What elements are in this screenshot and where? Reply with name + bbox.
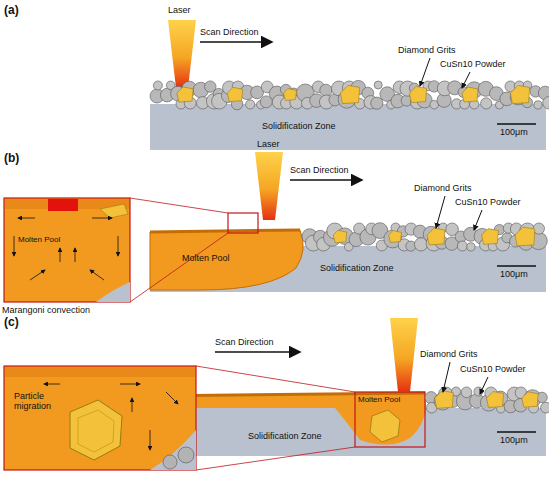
part-label: CuSn10 Powder bbox=[460, 365, 526, 375]
powder-particle bbox=[534, 101, 542, 109]
diamond-grit bbox=[70, 400, 122, 460]
melt-surface bbox=[5, 367, 195, 377]
solid-edge bbox=[150, 430, 196, 470]
scale-bar bbox=[497, 123, 536, 125]
laser-spot bbox=[48, 199, 78, 211]
scale-bar bbox=[497, 431, 536, 433]
diamond-grit bbox=[510, 85, 529, 103]
molten-pool bbox=[150, 230, 303, 290]
diamond-grit bbox=[427, 228, 445, 245]
diamond-grit bbox=[370, 410, 400, 442]
scale-label: 100μm bbox=[500, 270, 528, 280]
inset-marker bbox=[355, 392, 425, 447]
laser-label: Laser bbox=[257, 140, 280, 150]
powder-particle bbox=[371, 97, 383, 109]
leader-line bbox=[462, 72, 470, 88]
solidification-zone bbox=[150, 104, 546, 150]
mechanism-label: Particle migration bbox=[14, 392, 64, 412]
inset-box bbox=[4, 366, 196, 470]
leader-line bbox=[474, 210, 482, 230]
diamond-grit bbox=[515, 227, 535, 246]
powder-particle bbox=[178, 447, 194, 463]
grit-facet bbox=[78, 410, 114, 452]
scale-label: 100μm bbox=[500, 436, 528, 446]
pool-label: Molten Pool bbox=[18, 236, 60, 245]
diamond-grit bbox=[177, 87, 193, 102]
mechanism-label: Marangoni convection bbox=[2, 306, 90, 316]
powder-particle bbox=[461, 387, 472, 398]
diamond-grit bbox=[482, 229, 499, 245]
part-label: CuSn10 Powder bbox=[440, 60, 506, 70]
melt-surface bbox=[150, 230, 300, 232]
convection-arrows bbox=[14, 218, 118, 280]
zone-label: Solidification Zone bbox=[320, 264, 394, 274]
part-label: CuSn10 Powder bbox=[455, 198, 521, 208]
solid-edge bbox=[96, 282, 130, 302]
laser-beam bbox=[390, 318, 418, 392]
laser-beam bbox=[168, 20, 196, 88]
diamond-grit bbox=[462, 87, 478, 102]
zone-label: Solidification Zone bbox=[248, 432, 322, 442]
panel-label: (c) bbox=[4, 316, 19, 329]
direction-label: Scan Direction bbox=[215, 338, 274, 348]
diamond-grit bbox=[284, 89, 297, 101]
leader-line bbox=[443, 362, 450, 392]
migration-arrows bbox=[44, 384, 178, 450]
diamond-grit bbox=[389, 231, 402, 243]
pool-label: Molten Pool bbox=[358, 396, 400, 405]
scan-arrow bbox=[290, 179, 362, 181]
panel-a bbox=[150, 20, 549, 150]
panel-c bbox=[4, 318, 549, 470]
powder-particle bbox=[320, 84, 332, 96]
inset-box bbox=[4, 198, 130, 302]
powder-particle bbox=[246, 100, 255, 109]
part-label: Diamond Grits bbox=[398, 46, 456, 56]
zoom-line bbox=[196, 366, 355, 392]
inset-marker bbox=[228, 213, 258, 233]
zoom-line bbox=[130, 198, 228, 213]
powder-particle bbox=[467, 243, 475, 251]
diamond-grit bbox=[227, 87, 242, 101]
laser-beam bbox=[255, 152, 283, 220]
zoom-line bbox=[196, 447, 355, 470]
diamond-grit bbox=[409, 86, 426, 102]
panel-label: (a) bbox=[4, 4, 19, 17]
zone-label: Solidification Zone bbox=[262, 122, 336, 132]
laser-label: Laser bbox=[168, 6, 191, 16]
diamond-grit bbox=[435, 391, 454, 409]
leader-line bbox=[420, 58, 430, 86]
scale-label: 100μm bbox=[500, 128, 528, 138]
powder-particle bbox=[374, 81, 382, 89]
panel-b bbox=[4, 152, 547, 302]
scan-arrow bbox=[215, 351, 300, 353]
leader-line bbox=[436, 196, 445, 228]
diamond-grit bbox=[522, 392, 538, 407]
zoom-line bbox=[130, 233, 228, 302]
direction-label: Scan Direction bbox=[290, 166, 349, 176]
direction-label: Scan Direction bbox=[200, 28, 259, 38]
leader-line bbox=[480, 377, 488, 394]
part-label: Diamond Grits bbox=[420, 350, 478, 360]
diamond-grit bbox=[487, 392, 504, 408]
diamond-grit bbox=[340, 85, 359, 103]
powder-particle bbox=[481, 98, 492, 109]
diamond-grit bbox=[100, 204, 128, 218]
scale-bar bbox=[497, 265, 536, 267]
pool-label: Molten Pool bbox=[182, 254, 230, 264]
powder-particle bbox=[543, 97, 549, 109]
panel-label: (b) bbox=[4, 152, 19, 165]
powder-particle bbox=[457, 241, 467, 251]
powder-particle bbox=[541, 402, 549, 413]
diamond-grit bbox=[333, 230, 347, 243]
powder-particle bbox=[163, 455, 177, 469]
part-label: Diamond Grits bbox=[414, 184, 472, 194]
powder-particle bbox=[153, 81, 162, 90]
scan-arrow bbox=[200, 41, 272, 43]
